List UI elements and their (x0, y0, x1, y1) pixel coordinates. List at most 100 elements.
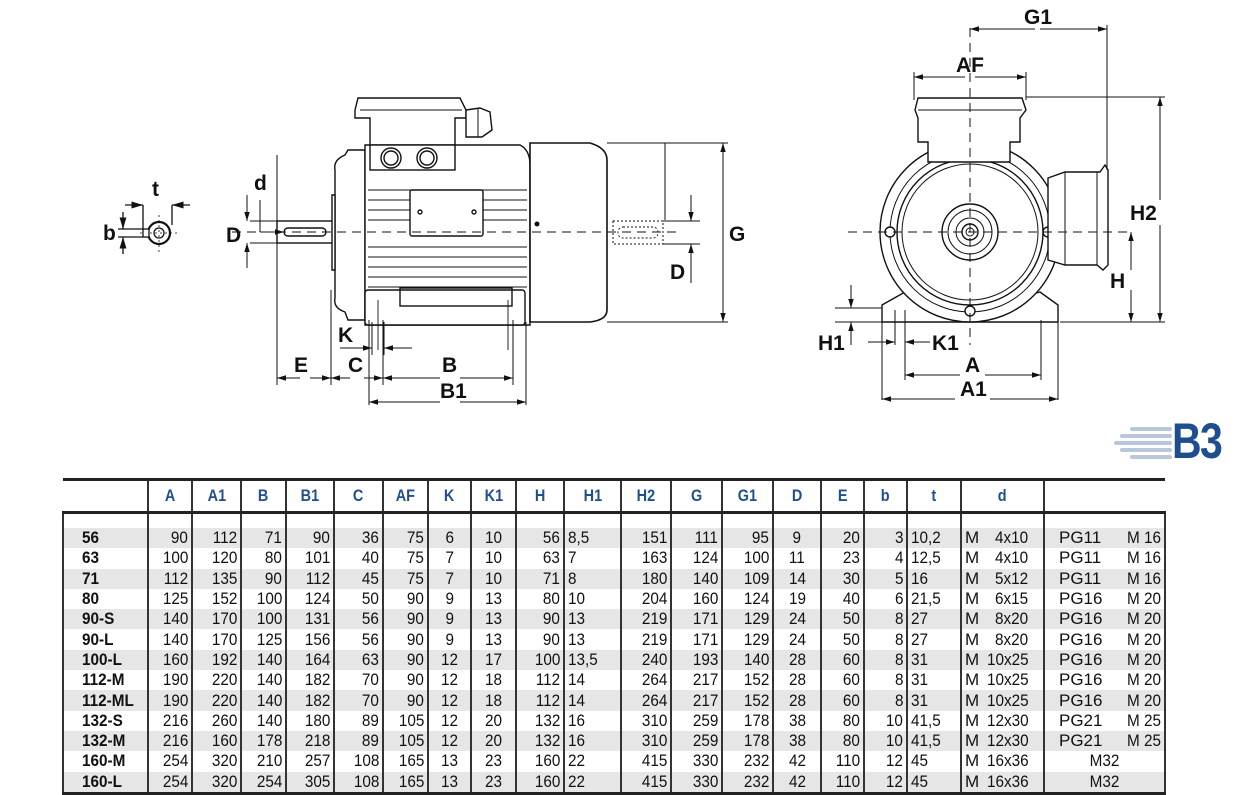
dim-label-E: E (294, 354, 308, 377)
cell-k: 12 (427, 710, 471, 731)
column-header-b1: B1 (285, 478, 334, 514)
cell-h1: 8,5 (563, 528, 621, 549)
cell-t: 31 (906, 690, 961, 711)
cell-a: 190 (147, 690, 192, 711)
column-header-cable-gland (1043, 478, 1165, 514)
column-header-k1: K1 (470, 478, 516, 514)
column-header-a1: A1 (191, 478, 241, 514)
cell-k: 12 (427, 649, 471, 671)
cell-b: 10 (863, 710, 907, 731)
cell-b1: 180 (285, 710, 334, 731)
cell-model: 112-M (62, 670, 148, 691)
cell-k1: 20 (470, 710, 516, 731)
cell-a1: 170 (191, 609, 241, 630)
cell-e: 60 (820, 649, 864, 671)
column-header-model (63, 478, 148, 514)
cell-model: 56 (62, 528, 148, 549)
cell-b: 8 (863, 670, 907, 691)
cell-b: 12 (863, 751, 907, 772)
shaft-key-detail (118, 201, 190, 254)
cell-model: 160-L (62, 771, 148, 795)
cell-b1: 131 (285, 609, 334, 630)
cell-b1: 112 (285, 568, 334, 589)
cell-h: 160 (515, 751, 564, 772)
column-header-d: D (772, 478, 821, 514)
cell-k1: 13 (470, 609, 516, 630)
cell-af: 75 (382, 568, 428, 589)
cell-g: 171 (670, 629, 722, 650)
cell-af: 165 (382, 751, 428, 772)
cell-h1: 8 (563, 568, 621, 589)
cell-t: 31 (906, 670, 961, 691)
cell-g: 217 (670, 670, 722, 691)
cell-e: 20 (820, 528, 864, 549)
cell-c: 89 (333, 730, 383, 752)
table-spacer-row (62, 512, 1166, 528)
cell-b: 100 (240, 588, 286, 610)
dim-label-H2: H2 (1130, 202, 1157, 225)
cell-b: 3 (863, 528, 907, 549)
cell-model: 80 (62, 588, 148, 610)
dim-label-D-rear: D (670, 261, 685, 284)
cell-b: 5 (863, 568, 907, 589)
cell-k1: 13 (470, 588, 516, 610)
cell-a: 140 (147, 629, 192, 650)
cell-t: 41,5 (906, 730, 961, 752)
cell-t: 31 (906, 649, 961, 671)
column-header-h1: H1 (563, 478, 621, 514)
cell-d: 42 (772, 771, 821, 795)
cell-k: 7 (427, 548, 471, 569)
cell-a1: 220 (191, 690, 241, 711)
cell-k: 12 (427, 690, 471, 711)
cell-c: 108 (333, 751, 383, 772)
cell-model: 90-S (62, 609, 148, 630)
dim-label-A1: A1 (960, 378, 987, 401)
cell-af: 75 (382, 548, 428, 569)
cell-h2: 310 (620, 730, 671, 752)
cell-g1: 95 (721, 528, 773, 549)
cell-d: 24 (772, 609, 821, 630)
cell-h2: 219 (620, 609, 671, 630)
cell-g1: 124 (721, 588, 773, 610)
cell-a1: 192 (191, 649, 241, 671)
cell-h: 71 (515, 568, 564, 589)
cell-h: 112 (515, 690, 564, 711)
cell-b1: 101 (285, 548, 334, 569)
cell-g: 217 (670, 690, 722, 711)
cell-e: 110 (820, 771, 864, 795)
cell-g1: 109 (721, 568, 773, 589)
cell-g: 160 (670, 588, 722, 610)
cell-e: 50 (820, 629, 864, 650)
cell-g1: 178 (721, 710, 773, 731)
cell-b: 80 (240, 548, 286, 569)
dim-label-b: b (103, 222, 116, 245)
cell-b1: 218 (285, 730, 334, 752)
cell-b: 125 (240, 629, 286, 650)
cell-b: 140 (240, 670, 286, 691)
cell-b: 6 (863, 588, 907, 610)
cell-k1: 17 (470, 649, 516, 671)
cell-af: 90 (382, 670, 428, 691)
cell-a: 112 (147, 568, 192, 589)
cell-c: 50 (333, 588, 383, 610)
cell-b: 8 (863, 629, 907, 650)
cell-h: 80 (515, 588, 564, 610)
cell-h1: 16 (563, 710, 621, 731)
dim-label-H: H (1110, 270, 1125, 293)
